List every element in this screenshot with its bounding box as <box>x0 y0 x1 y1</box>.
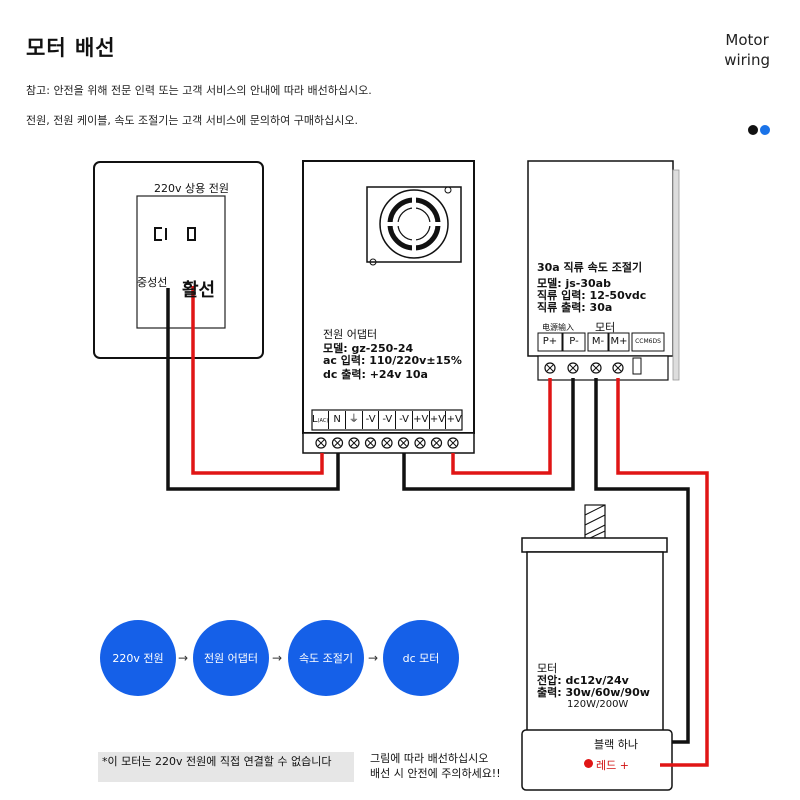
adapter-screw-icon <box>381 437 393 449</box>
controller-switch-icon <box>632 357 642 375</box>
screw-icon <box>369 186 452 266</box>
controller-model: 모델: js-30ab <box>537 277 611 290</box>
neutral-wire-black <box>166 288 340 491</box>
controller-power-input-label: 电源输入 <box>542 323 574 332</box>
controller-mplus-to-motor-red <box>616 378 709 767</box>
adapter-screw-icon <box>331 437 344 449</box>
wiring-instruction: 그림에 따라 배선하십시오 <box>370 752 489 765</box>
adapter-minus-to-controller-black <box>402 378 575 491</box>
terminal-p-minus: P- <box>569 336 579 347</box>
controller-screw-icon <box>544 362 556 374</box>
terminal-m-plus: M+ <box>610 336 628 347</box>
controller-mminus-to-motor-black <box>594 378 690 744</box>
adapter-terminal-4: -V <box>378 411 395 429</box>
flow-step-speed-controller: 속도 조절기 <box>288 620 364 696</box>
terminal-box-m-minus <box>587 332 609 352</box>
motor-red-wire-label: 레드 + <box>596 759 629 772</box>
adapter-screw-icon <box>414 437 426 449</box>
adapter-dc-output: dc 출력: +24v 10a <box>323 368 428 381</box>
adapter-terminal-5: -V <box>395 411 412 429</box>
controller-specs: 30a 직류 속도 조절기 모델: js-30ab 직류 입력: 12-50vd… <box>537 262 646 314</box>
motor-black-wire-label: 블랙 하나 <box>594 738 638 751</box>
motor-shaft-icon <box>584 504 606 540</box>
outlet-label: 220v 상용 전원 <box>154 182 229 195</box>
adapter-terminal-ac-sub: (AC) <box>317 418 329 424</box>
wires <box>166 286 709 767</box>
flow-arrow-icon: → <box>272 651 283 665</box>
terminal-p-plus: P+ <box>542 336 558 347</box>
outlet-socket <box>136 195 226 329</box>
adapter-terminal-labels: L(AC)N⏚-V-V-V+V+V+V <box>312 411 462 429</box>
controller-screw-icon <box>590 362 602 374</box>
adapter-terminal-6: +V <box>411 411 429 429</box>
warning-note: *이 모터는 220v 전원에 직접 연결할 수 없습니다 <box>98 752 354 782</box>
motor-specs: 모터 전압: dc12v/24v 출력: 30w/60w/90w 120W/20… <box>537 663 650 711</box>
live-wire-red <box>191 286 324 475</box>
terminal-ccm: CCM6DS <box>635 338 661 345</box>
adapter-screw-icon <box>364 437 377 449</box>
flow-step-power-adapter: 전원 어댑터 <box>193 620 269 696</box>
terminal-box-ccm <box>631 332 665 352</box>
safety-instruction: 배선 시 안전에 주의하세요!! <box>370 767 501 780</box>
terminal-box-p-minus <box>562 332 586 352</box>
terminal-screws <box>315 362 624 449</box>
page-title: 모터 배선 <box>26 36 116 60</box>
terminal-m-minus: M- <box>591 336 605 347</box>
fan-icon <box>366 186 462 263</box>
brand-label: Motor wiring <box>724 30 770 70</box>
terminal-box-p-plus <box>537 332 563 352</box>
motor-base <box>521 729 673 791</box>
controller-screw-icon <box>567 362 579 374</box>
adapter-specs: 전원 어댑터 모델: gz-250-24 ac 입력: 110/220v±15%… <box>323 329 462 381</box>
adapter-screw-icon <box>430 437 443 449</box>
brand-line-1: Motor <box>725 31 769 49</box>
indicator-dot-blue <box>760 125 770 135</box>
adapter-screw-icon <box>315 437 327 449</box>
adapter-terminal-2: ⏚ <box>345 411 362 429</box>
safety-note: 참고: 안전을 위해 전문 인력 또는 고객 서비스의 안내에 따라 배선하십시… <box>26 84 372 97</box>
speed-controller-box <box>527 160 674 357</box>
motor-body <box>526 551 664 733</box>
brand-line-2: wiring <box>724 51 770 69</box>
flow-arrow-icon: → <box>368 651 379 665</box>
adapter-terminal-3: -V <box>361 411 379 429</box>
adapter-model: 모델: gz-250-24 <box>323 342 414 355</box>
adapter-plus-to-controller-red <box>451 378 552 475</box>
motor-voltage: 전압: dc12v/24v <box>537 674 629 687</box>
controller-name: 30a 직류 속도 조절기 <box>537 261 643 274</box>
controller-dc-input: 직류 입력: 12-50vdc <box>537 289 647 302</box>
terminal-box-m-plus <box>608 332 630 352</box>
adapter-screw-icon <box>397 437 410 449</box>
adapter-terminal-1: N <box>328 411 345 429</box>
live-wire-label: 활선 <box>182 280 216 301</box>
controller-heatsink <box>672 169 680 381</box>
motor-cap <box>521 537 668 553</box>
socket-hole-right-icon <box>187 227 196 241</box>
red-lead-dot-icon <box>584 759 593 768</box>
socket-hole-left-icon <box>154 227 162 241</box>
flow-arrow-icon: → <box>178 651 189 665</box>
adapter-name: 전원 어댑터 <box>323 328 378 341</box>
adapter-screw-icon <box>348 437 360 449</box>
flow-step-dc-motor: dc 모터 <box>383 620 459 696</box>
flow-step-power-source: 220v 전원 <box>100 620 176 696</box>
controller-motor-label: 모터 <box>595 321 616 334</box>
motor-name: 모터 <box>537 662 558 675</box>
adapter-screw-icon <box>447 437 459 449</box>
adapter-terminal-strip <box>311 409 463 431</box>
controller-dc-output: 직류 출력: 30a <box>537 301 613 314</box>
purchase-note: 전원, 전원 케이블, 속도 조절기는 고객 서비스에 문의하여 구매하십시오. <box>26 114 358 127</box>
indicator-dot-black <box>748 125 758 135</box>
adapter-terminal-0: L(AC) <box>312 414 329 425</box>
motor-output: 출력: 30w/60w/90w <box>537 686 650 699</box>
adapter-terminal-8: +V <box>445 411 462 429</box>
neutral-wire-label: 중성선 <box>137 276 168 289</box>
adapter-terminal-7: +V <box>428 411 446 429</box>
controller-screw-icon <box>612 362 624 374</box>
controller-screw-row <box>537 355 669 381</box>
motor-output-2: 120W/200W <box>567 699 629 710</box>
adapter-ac-input: ac 입력: 110/220v±15% <box>323 354 462 367</box>
